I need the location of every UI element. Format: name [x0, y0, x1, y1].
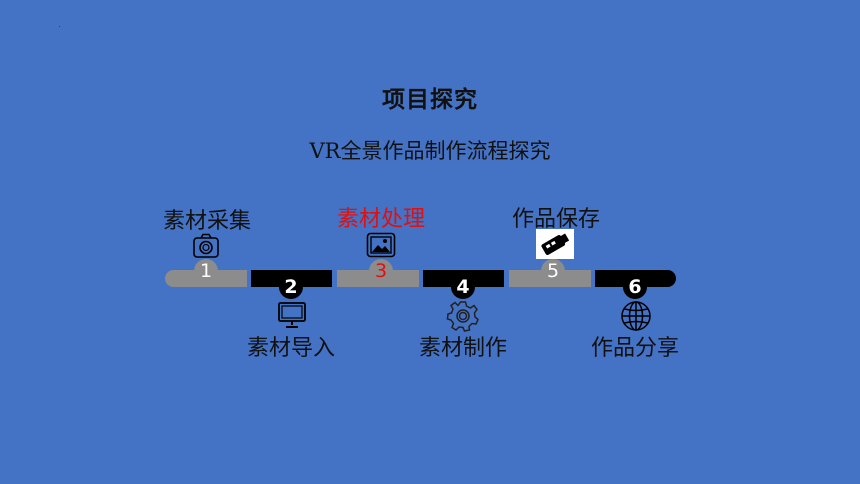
decorative-dot: [59, 26, 60, 27]
step-1-number: 1: [194, 259, 218, 283]
step-5-number: 5: [541, 259, 565, 283]
step-4-number: 4: [451, 275, 475, 299]
step-6-number: 6: [623, 275, 647, 299]
step-2-number: 2: [279, 275, 303, 299]
step-4-label: 素材制作: [418, 336, 508, 361]
step-3-label: 素材处理: [336, 207, 426, 232]
slide-title: 项目探究: [382, 87, 478, 113]
step-5-label: 作品保存: [511, 207, 601, 232]
usb-drive-icon: [536, 229, 574, 259]
gear-icon: [446, 301, 479, 332]
camera-icon: [193, 233, 219, 258]
step-6-label: 作品分享: [590, 336, 680, 361]
step-2-label: 素材导入: [246, 336, 336, 361]
step-1-label: 素材采集: [162, 209, 252, 234]
globe-icon: [621, 301, 651, 331]
image-icon: [366, 232, 396, 258]
step-3-number: 3: [369, 259, 393, 283]
monitor-icon: [278, 302, 306, 328]
slide-subtitle: VR全景作品制作流程探究: [309, 139, 551, 163]
